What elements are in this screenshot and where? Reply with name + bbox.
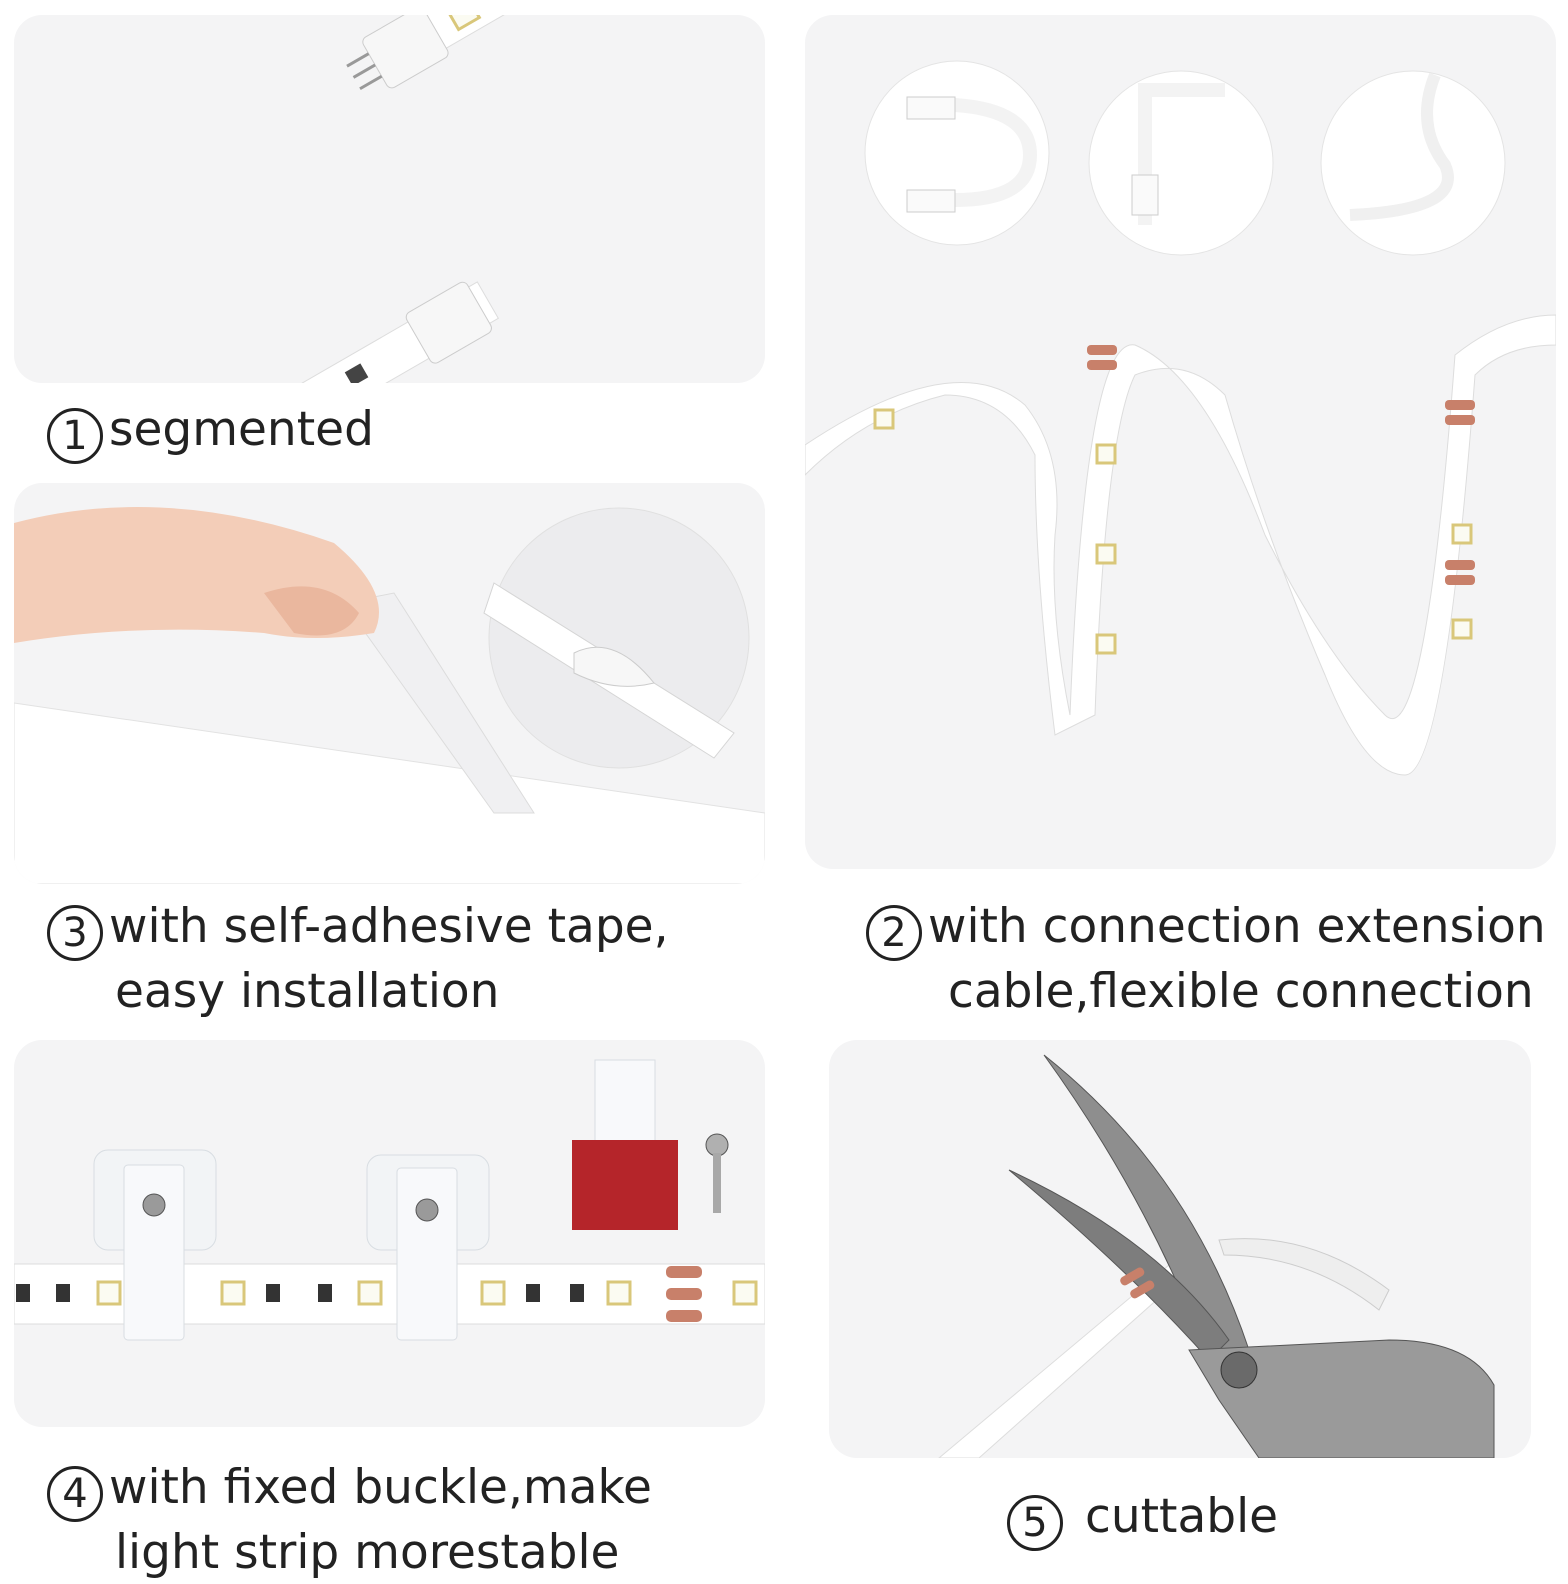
segmented-image-panel <box>14 15 765 383</box>
connection-cable-image-panel <box>805 15 1556 869</box>
segmented-strip-illustration <box>69 15 765 383</box>
connection-cable-illustration <box>805 60 1556 776</box>
fixed-buckle-image-panel <box>14 1040 765 1427</box>
feature-5-number: 5 <box>1007 1495 1063 1551</box>
feature-1-number: 1 <box>47 408 103 464</box>
feature-1-text: segmented <box>109 402 374 457</box>
fixed-buckle-illustration <box>14 1059 765 1341</box>
feature-3-line2: easy installation <box>115 964 500 1019</box>
feature-5-text: cuttable <box>1085 1489 1279 1544</box>
u-connector-circle <box>864 60 1050 246</box>
adhesive-tape-image-panel <box>14 483 765 884</box>
wire-circle <box>1320 70 1506 256</box>
feature-4-line1: with fixed buckle,make <box>109 1460 652 1515</box>
feature-5-caption: 5 cuttable <box>1007 1486 1278 1551</box>
feature-4-line2: light strip morestable <box>115 1525 620 1580</box>
scissors-cutting-illustration <box>938 1054 1495 1458</box>
feature-2-number: 2 <box>866 905 922 961</box>
feature-3-number: 3 <box>47 905 103 961</box>
adhesive-tape-illustration <box>14 507 765 884</box>
feature-3-line1: with self-adhesive tape, <box>109 899 669 954</box>
feature-2-line1: with connection extension <box>928 899 1546 954</box>
feature-4-number: 4 <box>47 1466 103 1522</box>
adhesive-pad-shape <box>572 1140 678 1230</box>
feature-2-line2: cable,flexible connection <box>948 964 1534 1019</box>
cuttable-image-panel <box>829 1040 1531 1458</box>
l-connector-circle <box>1088 70 1274 256</box>
